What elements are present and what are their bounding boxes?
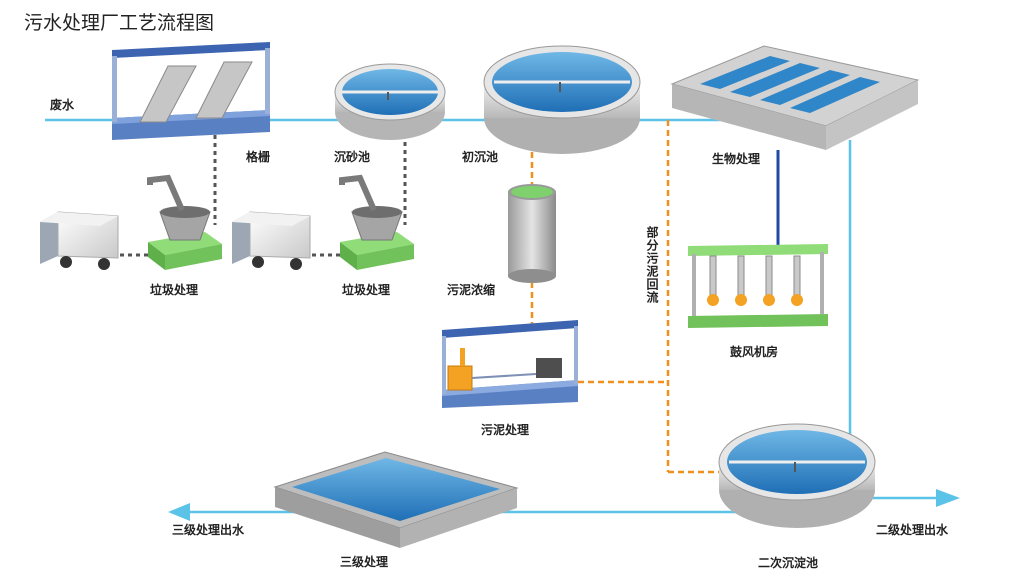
label-sludge-treatment: 污泥处理 xyxy=(481,423,530,437)
label-secondary-outflow: 二级处理出水 xyxy=(876,523,949,537)
label-sludge-return: 部分污泥回流 xyxy=(645,226,659,304)
label-primary-clarifier: 初沉池 xyxy=(462,150,499,164)
label-grit-chamber: 沉砂池 xyxy=(334,150,371,164)
label-blower-room: 鼓风机房 xyxy=(730,345,779,359)
label-waste-treatment-2: 垃圾处理 xyxy=(342,283,391,297)
tertiary-outflow-arrow xyxy=(168,503,190,521)
grit-chamber-unit xyxy=(334,63,446,140)
blower-room-unit xyxy=(688,244,828,328)
waste-treatment-2-unit xyxy=(339,174,414,270)
sludge-treatment-unit xyxy=(442,320,578,408)
label-tertiary-outflow: 三级处理出水 xyxy=(172,523,245,537)
label-secondary-clarifier: 二次沉淀池 xyxy=(758,556,819,570)
primary-clarifier-unit xyxy=(483,45,641,154)
diagram-title: 污水处理厂工艺流程图 xyxy=(24,12,215,34)
label-screen: 格栅 xyxy=(246,150,271,164)
label-waste-treatment-1: 垃圾处理 xyxy=(150,283,199,297)
waste-flow-lines xyxy=(120,135,407,257)
waste-treatment-1-unit xyxy=(147,174,222,270)
screen-unit xyxy=(112,42,270,140)
waste-truck-1 xyxy=(40,211,119,270)
waste-truck-2 xyxy=(232,211,311,270)
tertiary-treatment-unit xyxy=(273,451,519,548)
label-bio-treatment: 生物处理 xyxy=(712,152,761,166)
bio-treatment-unit xyxy=(670,45,920,150)
label-inflow: 废水 xyxy=(50,98,75,112)
label-tertiary-treatment: 三级处理 xyxy=(340,555,389,569)
secondary-outflow-arrow xyxy=(936,489,960,507)
sludge-thickener-unit xyxy=(508,184,556,283)
label-sludge-thickening: 污泥浓缩 xyxy=(447,283,496,297)
secondary-clarifier-unit xyxy=(718,423,876,528)
sludge-flow-lines xyxy=(530,120,730,474)
